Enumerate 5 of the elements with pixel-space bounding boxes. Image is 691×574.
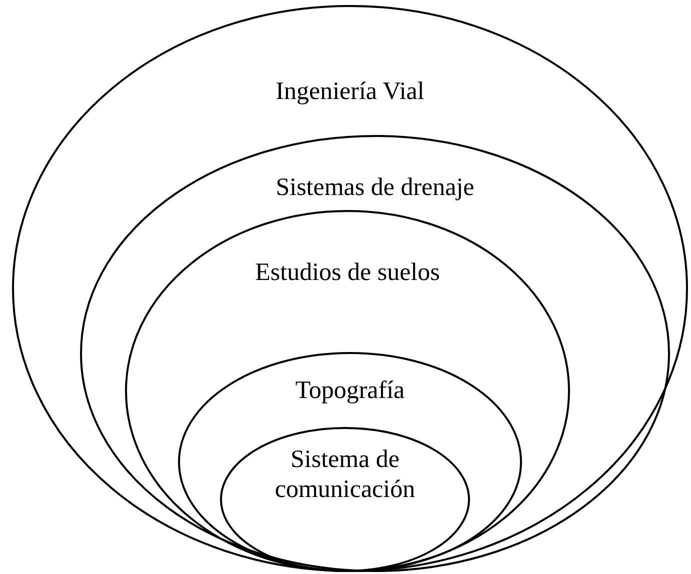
oval-label: Sistemas de drenaje [276,173,474,203]
oval-label: Ingeniería Vial [276,77,424,107]
oval-label: Estudios de suelos [255,258,440,288]
oval-label: Sistema de comunicación [274,445,416,505]
oval-label: Topografía [295,376,405,406]
